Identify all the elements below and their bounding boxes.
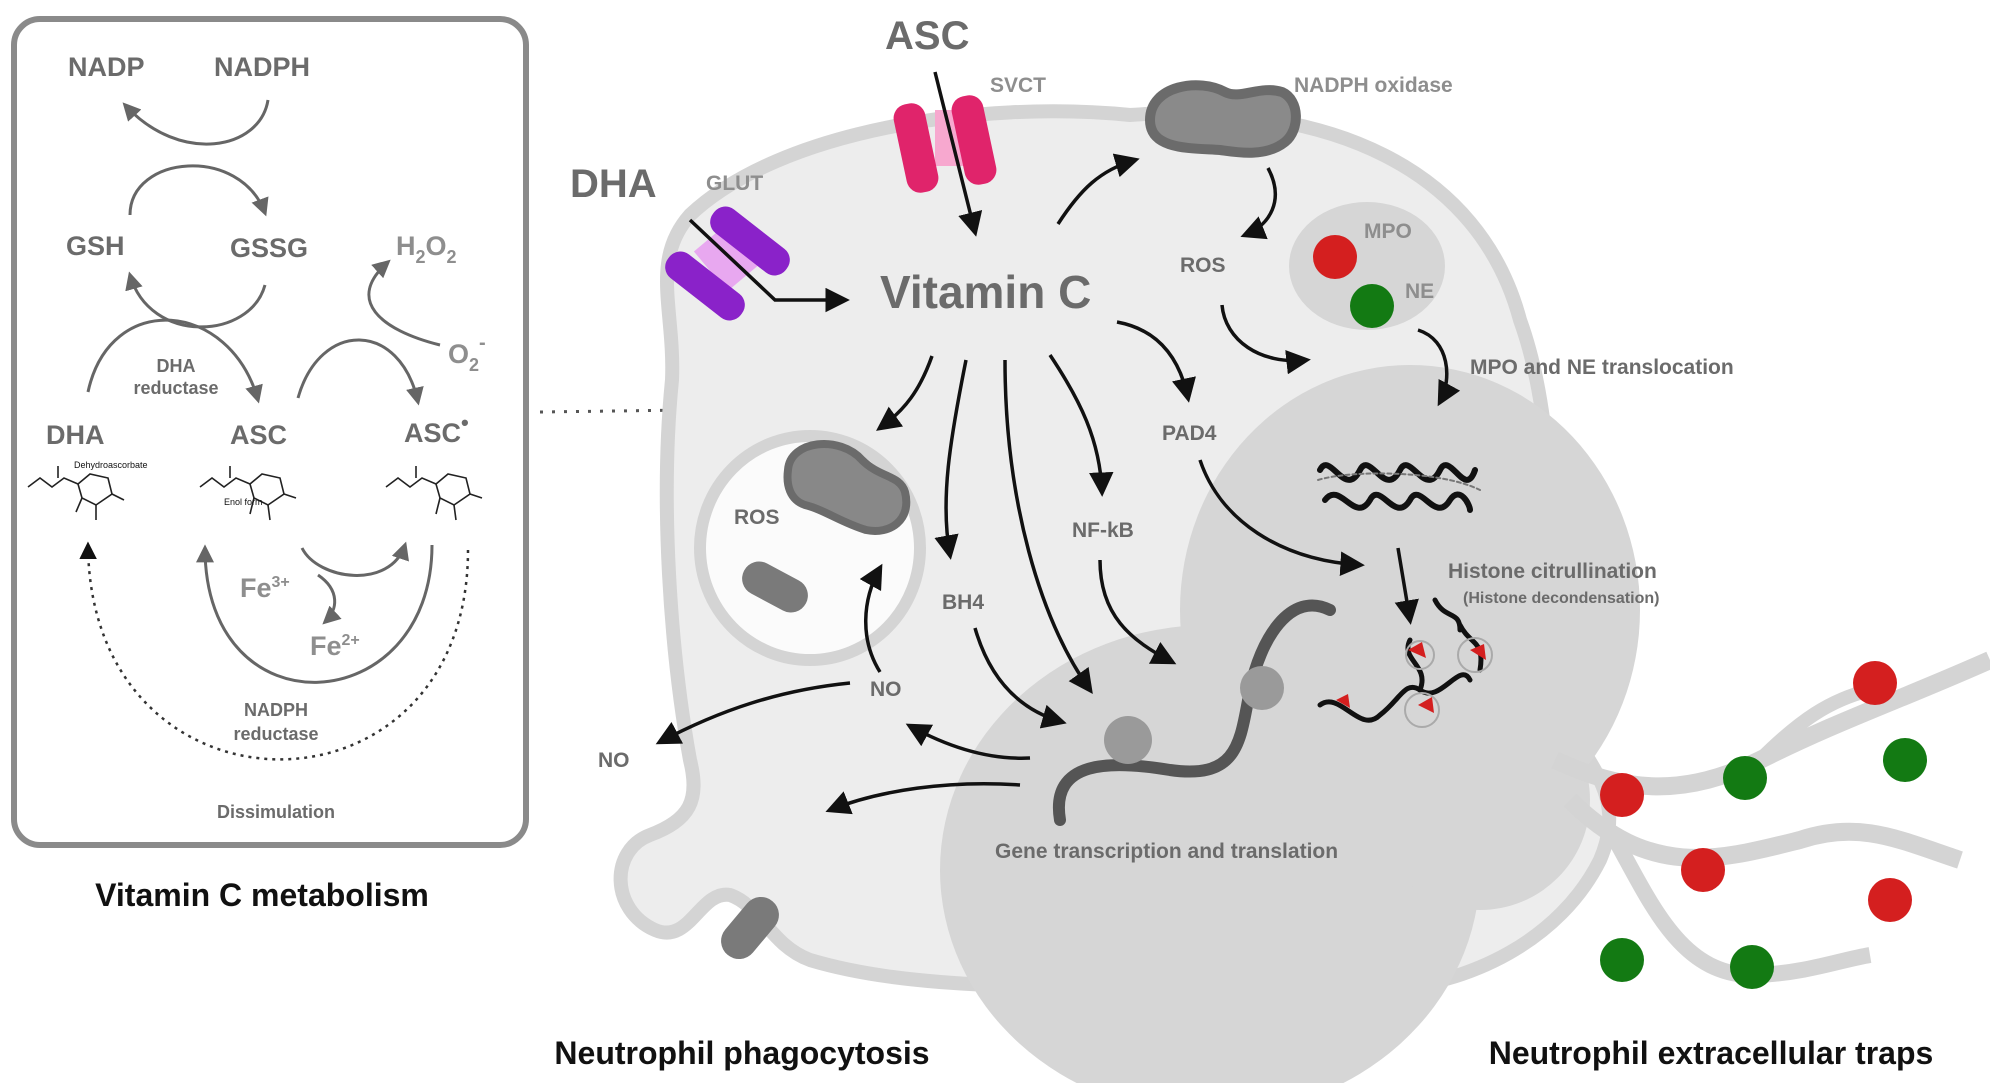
- ne-granule: [1350, 284, 1394, 328]
- dehydroascorbate-text: Dehydroascorbate: [74, 460, 148, 470]
- no-inner-label: NO: [870, 678, 902, 701]
- asc-radical-to-asc-arrow: [196, 544, 434, 684]
- net-ne-dot: [1723, 756, 1767, 800]
- metabolism-panel-frame: [11, 16, 529, 848]
- ne-label: NE: [1405, 280, 1434, 303]
- asc-outer-label: ASC: [885, 14, 969, 58]
- nadph-label: NADPH: [214, 52, 310, 82]
- fe3-to-fe2-arrow: [300, 541, 409, 577]
- h2o2-label: H2O2: [396, 231, 457, 267]
- mpo-ne-translocation-label: MPO and NE translocation: [1470, 356, 1734, 379]
- gene-to-no-arrow: [905, 723, 1031, 760]
- net-ne-dot: [1600, 938, 1644, 982]
- vitc-to-gene-arrow: [1003, 359, 1093, 694]
- nadph-to-nadp-arrow: [122, 99, 270, 146]
- dha-to-asc-arrow: [86, 318, 263, 404]
- neutrophil-cell: [613, 80, 1640, 1083]
- net-ne-dot: [1883, 738, 1927, 782]
- asc-to-asc-radical-arrow: [296, 338, 424, 406]
- phagosome-bacterium: [783, 440, 911, 535]
- net-mpo-dot: [1681, 848, 1725, 892]
- gsh-label: GSH: [66, 231, 125, 261]
- caption-metabolism: Vitamin C metabolism: [95, 877, 429, 913]
- vitc-to-phagosome-arrow: [876, 355, 934, 431]
- net-strands: [1551, 651, 1990, 989]
- glut-label: GLUT: [706, 172, 763, 195]
- net-mpo-dot: [1600, 773, 1644, 817]
- vitc-to-bh4-arrow: [934, 359, 968, 560]
- superoxide-label: O2-: [448, 332, 486, 375]
- gene-transcription-label: Gene transcription and translation: [995, 840, 1338, 863]
- fe-reduction-arrow: [317, 573, 342, 625]
- nfkb-label: NF-kB: [1072, 519, 1134, 542]
- mpo-granule: [1313, 235, 1357, 279]
- ros-label: ROS: [1180, 254, 1226, 277]
- no-to-phagosome-arrow: [859, 563, 883, 673]
- ros-to-granule-arrow: [1220, 304, 1311, 375]
- phagosome-particle: [742, 561, 808, 613]
- net-ne-dot: [1730, 945, 1774, 989]
- gene-to-outside-arrow: [825, 782, 1021, 815]
- asc-enol-structure: [199, 466, 297, 521]
- superoxide-to-h2o2-arrow: [367, 259, 441, 347]
- fe2-label: Fe2+: [310, 631, 360, 661]
- asc-uptake-arrow: [933, 71, 983, 237]
- dehydroascorbate-structure: [27, 466, 125, 520]
- cell-arrows: [655, 71, 1461, 815]
- ribosome-2: [1240, 666, 1284, 710]
- phagosome-ros-label: ROS: [734, 506, 780, 529]
- asc-radical-structure: [385, 466, 483, 521]
- dha-label: DHA: [46, 420, 105, 450]
- caption-phagocytosis: Neutrophil phagocytosis: [554, 1035, 929, 1071]
- histone-decondensation-arrow: [1394, 547, 1419, 625]
- vitc-to-pad4-arrow: [1116, 320, 1196, 403]
- enol-form-text: Enol form: [224, 497, 263, 507]
- condensed-histones: [1317, 462, 1481, 513]
- pad4-label: PAD4: [1162, 422, 1217, 445]
- dissimulation-label: Dissimulation: [217, 802, 335, 822]
- nadph-reductase-label-2: reductase: [233, 724, 318, 744]
- vitc-to-nfkb-arrow: [1048, 354, 1114, 497]
- granule-translocation-arrow: [1417, 328, 1461, 407]
- bh4-label: BH4: [942, 591, 984, 614]
- bh4-to-gene-arrow: [973, 627, 1067, 729]
- mpo-label: MPO: [1364, 220, 1412, 243]
- nfkb-to-gene-arrow: [1098, 559, 1177, 665]
- ribosome-1: [1104, 716, 1152, 764]
- dha-outer-label: DHA: [570, 162, 657, 206]
- nadph-oxidase-label: NADPH oxidase: [1294, 74, 1453, 97]
- asc-radical-label: ASC•: [404, 410, 469, 448]
- dha-reductase-label-2: reductase: [133, 378, 218, 398]
- fe3-label: Fe3+: [240, 573, 290, 603]
- net-mpo-dot: [1868, 878, 1912, 922]
- granule: [1289, 202, 1445, 330]
- svct-label: SVCT: [990, 74, 1046, 97]
- decondensed-histones: [1317, 597, 1493, 728]
- pseudopod-particle: [721, 896, 779, 960]
- no-outer-label: NO: [598, 749, 630, 772]
- metabolism-panel: NADP NADPH GSH GSSG H2O2 O2- DHA reducta…: [11, 16, 529, 848]
- caption-nets: Neutrophil extracellular traps: [1489, 1035, 1934, 1071]
- pad4-to-histone-arrow: [1198, 459, 1365, 576]
- histone-decondensation-label: (Histone decondensation): [1463, 590, 1659, 607]
- dha-uptake-arrow: [688, 218, 850, 313]
- dha-reductase-label-1: DHA: [157, 356, 196, 376]
- nadp-label: NADP: [68, 52, 145, 82]
- histone-citrullination-label: Histone citrullination: [1448, 560, 1657, 583]
- gssg-label: GSSG: [230, 233, 308, 263]
- svct-transporter: [893, 95, 997, 193]
- net-mpo-dot: [1853, 661, 1897, 705]
- nadph-reductase-label-1: NADPH: [244, 700, 308, 720]
- no-out-arrow: [655, 681, 851, 745]
- nadph-oxidase-shape: [1144, 80, 1301, 158]
- vitc-to-nadph-oxidase-arrow: [1056, 153, 1140, 225]
- vitamin-c-label: Vitamin C: [880, 266, 1091, 318]
- gsh-to-gssg-arrow: [128, 164, 269, 217]
- asc-label: ASC: [230, 420, 287, 450]
- nadph-oxidase-to-ros-arrow: [1240, 167, 1277, 240]
- chromatin-strand: [1052, 599, 1336, 826]
